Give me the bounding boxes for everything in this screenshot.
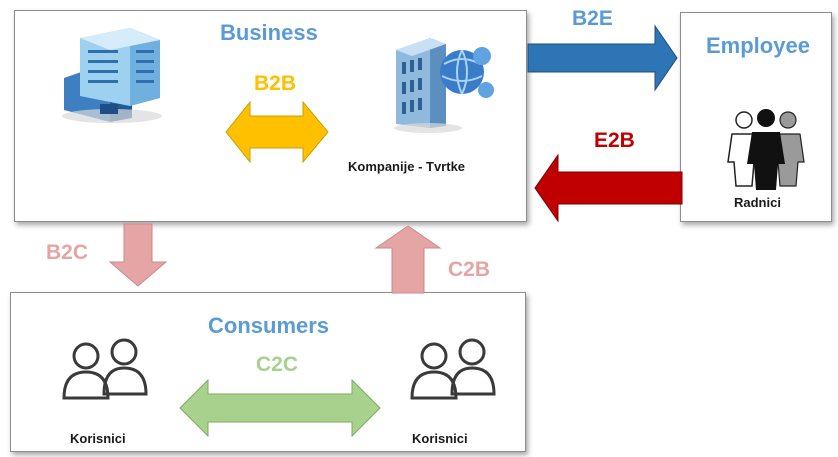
e2b-arrow <box>534 153 683 223</box>
c2b-label: C2B <box>448 258 491 281</box>
c2b-arrow <box>374 225 442 294</box>
e2b-label: E2B <box>594 129 635 152</box>
company-caption: Kompanije - Tvrtke <box>348 159 466 174</box>
consumers-right-caption: Korisnici <box>412 431 468 446</box>
b2e-arrow <box>527 24 678 92</box>
business-title: Business <box>220 20 318 45</box>
b2c-label: B2C <box>46 241 89 264</box>
b2b-arrow <box>225 100 329 164</box>
corporate-tower-globe-icon <box>394 38 494 133</box>
b2b-label: B2B <box>254 72 297 95</box>
b2c-arrow <box>108 223 168 287</box>
consumers-title: Consumers <box>208 313 330 338</box>
users-pair-icon-right <box>410 338 496 400</box>
c2c-arrow <box>179 378 381 438</box>
people-group-icon <box>727 109 805 190</box>
employee-caption: Radnici <box>734 195 781 210</box>
office-building-icon <box>62 28 162 123</box>
b2e-label: B2E <box>572 7 613 30</box>
users-pair-icon-left <box>62 338 148 400</box>
consumers-left-caption: Korisnici <box>70 431 126 446</box>
c2c-label: C2C <box>256 353 299 376</box>
employee-title: Employee <box>706 33 810 58</box>
